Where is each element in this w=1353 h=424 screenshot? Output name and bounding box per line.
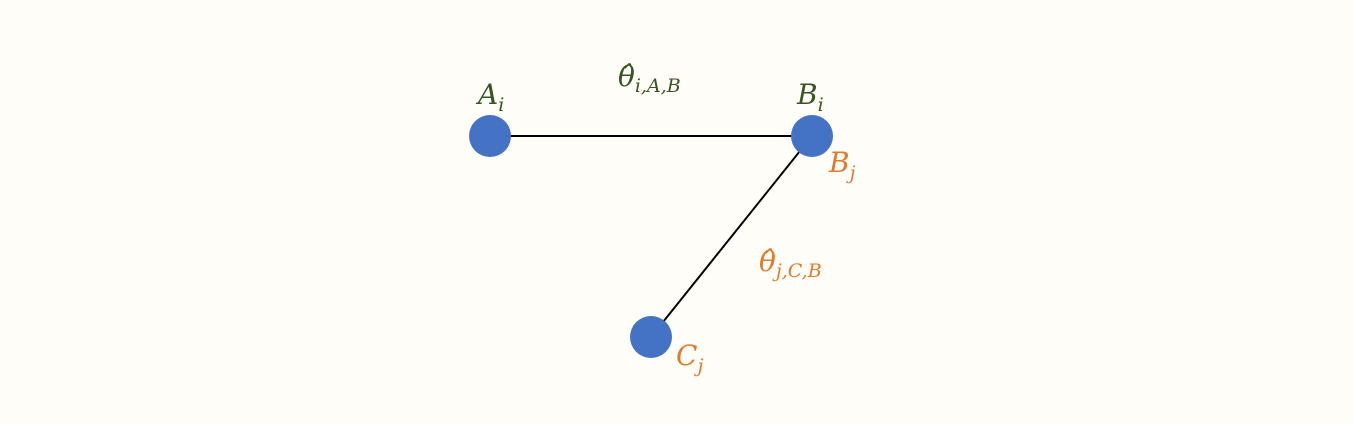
node-b [791,115,833,157]
node-c-j [630,316,672,358]
label-b-i: Bi [796,78,824,116]
label-b-j: Bj [828,146,856,184]
label-theta-i-a-b: θ̂i,A,B [618,60,681,97]
label-theta-j-c-b: θ̂j,C,B [759,245,822,282]
node-a-i [469,115,511,157]
label-c-j: Cj [676,339,703,377]
edge-b-c [650,135,813,338]
label-a-i: Ai [475,78,504,116]
